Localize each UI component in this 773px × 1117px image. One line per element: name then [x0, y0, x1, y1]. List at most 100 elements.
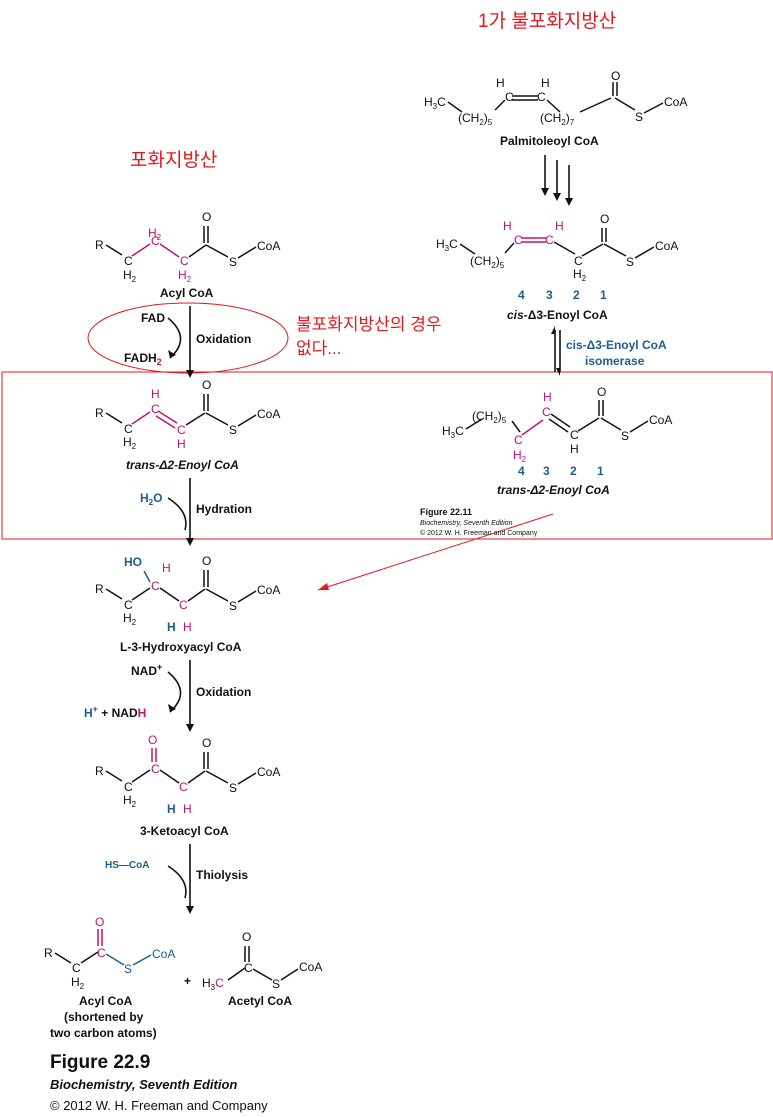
- svg-text:R: R: [95, 582, 104, 596]
- svg-text:O: O: [597, 385, 606, 399]
- svg-text:H2: H2: [573, 267, 587, 283]
- isomerase-label-line2: isomerase: [585, 354, 645, 368]
- svg-text:3: 3: [546, 288, 553, 302]
- svg-text:O: O: [148, 733, 157, 747]
- fig-22-11-title: Figure 22.11: [420, 507, 472, 517]
- svg-text:HO: HO: [124, 555, 142, 569]
- svg-text:CoA: CoA: [299, 960, 322, 974]
- step1-fadh2: FADH2: [124, 351, 162, 367]
- svg-text:R: R: [44, 946, 53, 960]
- svg-text:S: S: [229, 255, 237, 269]
- step2-arrows: [167, 478, 194, 546]
- svg-text:C: C: [244, 961, 253, 975]
- svg-text:CoA: CoA: [664, 95, 687, 109]
- svg-text:R: R: [95, 764, 104, 778]
- svg-text:C: C: [124, 254, 133, 268]
- svg-text:H3C: H3C: [424, 95, 446, 111]
- svg-text:O: O: [600, 212, 609, 226]
- svg-text:H3C: H3C: [442, 424, 464, 440]
- svg-text:H3C: H3C: [202, 976, 224, 992]
- figure-copyright: © 2012 W. H. Freeman and Company: [50, 1098, 268, 1113]
- step2-name: Hydration: [196, 502, 252, 516]
- svg-text:O: O: [202, 736, 211, 750]
- note-line-1: 불포화지방산의 경우: [296, 315, 441, 334]
- svg-text:H3C: H3C: [436, 237, 458, 253]
- svg-text:O: O: [202, 554, 211, 568]
- acyl-coa-label: Acyl CoA: [160, 286, 214, 300]
- step1-name: Oxidation: [196, 332, 251, 346]
- hydroxyacyl-label: L-3-Hydroxyacyl CoA: [120, 640, 242, 654]
- svg-text:H2: H2: [123, 268, 137, 284]
- svg-text:S: S: [229, 599, 237, 613]
- ketoacyl-label: 3-Ketoacyl CoA: [140, 824, 229, 838]
- svg-text:1: 1: [600, 288, 607, 302]
- cis-enoyl-coa-structure: H3C (CH2)5 C H C H C H2 O S CoA: [436, 212, 678, 283]
- svg-text:S: S: [635, 110, 643, 124]
- beta-oxidation-cycles-arrows: [541, 155, 573, 206]
- step1-fad: FAD: [141, 311, 165, 325]
- svg-text:C: C: [124, 422, 133, 436]
- product1-line2: (shortened by: [64, 1010, 144, 1024]
- svg-text:C: C: [514, 433, 523, 447]
- svg-text:H2: H2: [123, 793, 137, 809]
- product1-line1: Acyl CoA: [79, 994, 133, 1008]
- svg-text:H: H: [555, 219, 564, 233]
- step3-arrows: [167, 660, 194, 732]
- svg-text:1: 1: [597, 464, 604, 478]
- fig-22-11-copyright: © 2012 W. H. Freeman and Company: [420, 529, 538, 537]
- svg-text:CoA: CoA: [649, 413, 672, 427]
- svg-text:S: S: [229, 781, 237, 795]
- svg-text:O: O: [95, 915, 104, 929]
- left-trans-enoyl-structure: R C H2 C H C H O S CoA: [95, 378, 280, 451]
- svg-text:C: C: [151, 234, 160, 248]
- fig-22-11-book: Biochemistry, Seventh Edition: [420, 520, 513, 527]
- svg-text:CoA: CoA: [152, 947, 175, 961]
- svg-text:R: R: [95, 406, 104, 420]
- svg-text:C: C: [180, 254, 189, 268]
- step4-arrows: [167, 844, 194, 914]
- svg-text:O: O: [611, 69, 620, 83]
- step1-arrows: [167, 306, 194, 378]
- svg-text:H: H: [177, 437, 186, 451]
- svg-text:H: H: [183, 802, 192, 816]
- svg-text:H2: H2: [513, 448, 527, 464]
- step3-products: H+ + NADH: [84, 704, 146, 720]
- right-trans-enoyl-label: trans-Δ2-Enoyl CoA: [497, 483, 610, 497]
- step3-name: Oxidation: [196, 685, 251, 699]
- svg-text:C: C: [151, 579, 160, 593]
- cis-enoyl-label: cis-Δ3-Enoyl CoA: [507, 308, 608, 322]
- svg-text:H2: H2: [148, 226, 162, 242]
- svg-text:C: C: [542, 405, 551, 419]
- svg-text:CoA: CoA: [257, 583, 280, 597]
- step3-nad: NAD+: [131, 662, 162, 678]
- svg-text:C: C: [124, 598, 133, 612]
- svg-text:H2: H2: [71, 975, 85, 991]
- svg-text:O: O: [202, 210, 211, 224]
- annotation-box: [1, 371, 773, 540]
- sat-heading: 포화지방산: [130, 149, 217, 171]
- product-acyl-coa-structure: R C H2 C O S CoA: [44, 915, 175, 991]
- right-trans-enoyl-structure: H3C (CH2)5 C H2 C H C H O S CoA: [442, 385, 672, 464]
- svg-text:(CH2)7: (CH2)7: [540, 111, 575, 127]
- svg-text:C: C: [151, 762, 160, 776]
- svg-text:C: C: [505, 90, 514, 104]
- annotation-ellipse: [87, 302, 289, 374]
- hydroxyacyl-coa-structure: HO R C H2 C H C H H O S CoA: [95, 554, 280, 634]
- left-trans-enoyl-label: trans-Δ2-Enoyl CoA: [126, 458, 239, 472]
- svg-text:4: 4: [518, 288, 525, 302]
- palmitoleoyl-label: Palmitoleoyl CoA: [500, 134, 599, 148]
- svg-text:2: 2: [573, 288, 580, 302]
- svg-text:CoA: CoA: [655, 239, 678, 253]
- svg-text:H2: H2: [123, 611, 137, 627]
- svg-text:2: 2: [570, 464, 577, 478]
- svg-text:4: 4: [518, 464, 525, 478]
- step4-name: Thiolysis: [196, 868, 248, 882]
- svg-text:C: C: [514, 233, 523, 247]
- svg-text:H: H: [151, 387, 160, 401]
- acetyl-coa-label: Acetyl CoA: [228, 994, 292, 1008]
- svg-text:(CH2)5: (CH2)5: [470, 254, 505, 270]
- figure-book: Biochemistry, Seventh Edition: [50, 1077, 237, 1092]
- svg-text:(CH2)5: (CH2)5: [472, 409, 507, 425]
- svg-text:C: C: [570, 428, 579, 442]
